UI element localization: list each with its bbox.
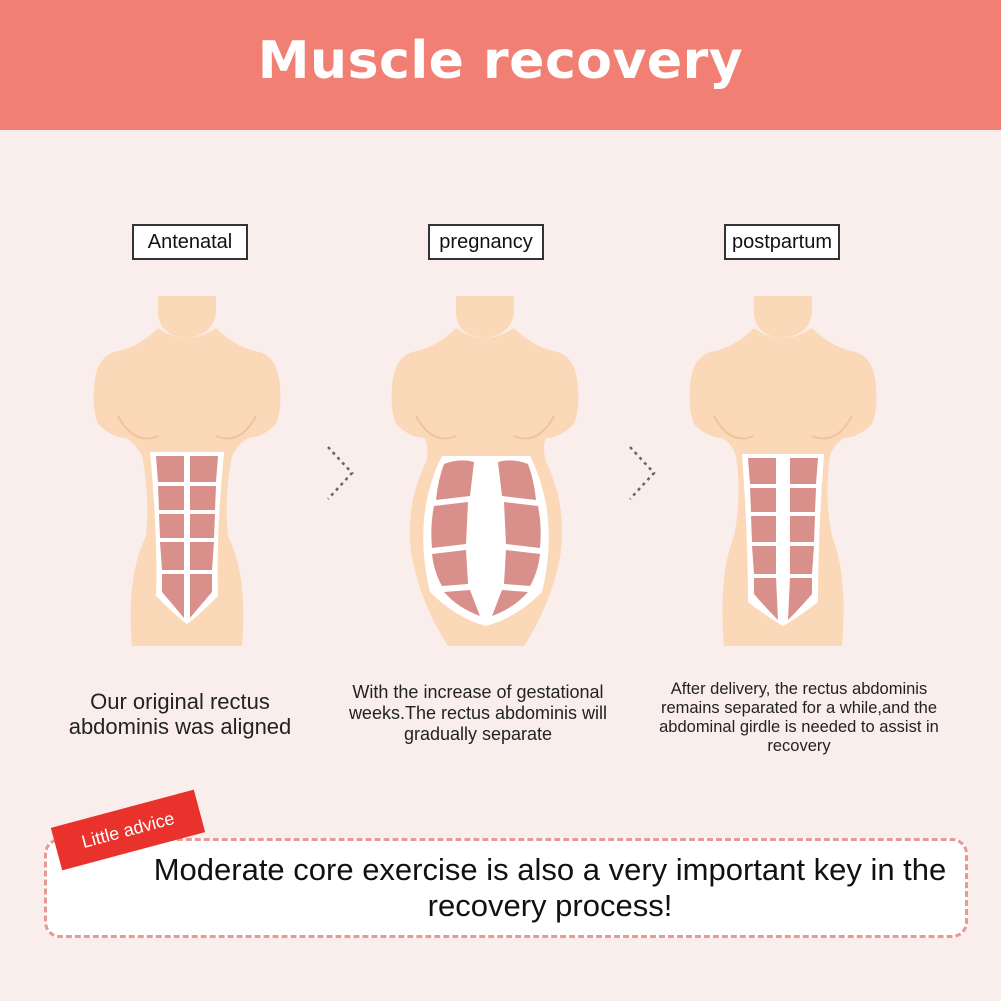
stage-label-pregnancy: pregnancy <box>428 224 544 260</box>
header-banner: Muscle recovery <box>0 0 1001 130</box>
chevron-right-icon <box>629 446 656 500</box>
advice-box <box>44 838 968 938</box>
page-title: Muscle recovery <box>257 31 744 91</box>
stage-label-antenatal: Antenatal <box>132 224 248 260</box>
advice-text: Moderate core exercise is also a very im… <box>153 852 947 923</box>
postpartum-torso-illustration <box>689 296 877 646</box>
caption-pregnancy: With the increase of gestational weeks.T… <box>348 682 608 744</box>
chevron-right-icon <box>327 446 354 500</box>
caption-postpartum: After delivery, the rectus abdominis rem… <box>659 680 939 755</box>
pregnancy-torso-illustration <box>391 296 579 646</box>
antenatal-torso-illustration <box>93 296 281 646</box>
caption-antenatal: Our original rectus abdominis was aligne… <box>68 689 292 739</box>
stage-label-postpartum: postpartum <box>724 224 840 260</box>
